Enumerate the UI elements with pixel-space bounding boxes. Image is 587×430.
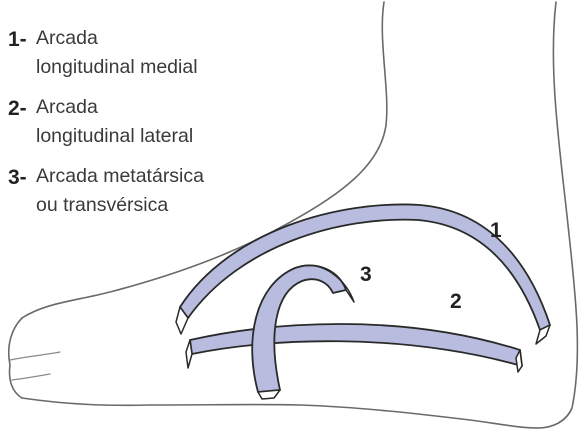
- legend-number: 1-: [8, 28, 27, 52]
- legend-text: Arcada longitudinal medial: [36, 24, 278, 82]
- legend-line: ou transvérsica: [36, 191, 278, 220]
- legend-line: longitudinal lateral: [36, 122, 278, 151]
- legend-text: Arcada longitudinal lateral: [36, 93, 278, 151]
- legend-item-1: 1- Arcada longitudinal medial: [8, 24, 278, 82]
- legend-number: 3-: [8, 166, 27, 190]
- foot-outline-toe-lines: [10, 352, 60, 380]
- lateral-longitudinal-arch-band: [186, 324, 522, 372]
- legend-line: Arcada metatársica: [36, 162, 278, 191]
- arch-label-3: 3: [360, 263, 372, 287]
- arch-label-1: 1: [490, 219, 502, 243]
- legend-number: 2-: [8, 97, 27, 121]
- arch-legend: 1- Arcada longitudinal medial 2- Arcada …: [8, 24, 278, 231]
- foot-outline-sole: [22, 398, 538, 428]
- legend-line: longitudinal medial: [36, 53, 278, 82]
- legend-item-2: 2- Arcada longitudinal lateral: [8, 93, 278, 151]
- legend-item-3: 3- Arcada metatársica ou transvérsica: [8, 162, 278, 220]
- foot-outline-heel: [538, 2, 577, 428]
- legend-line: Arcada: [36, 93, 278, 122]
- legend-line: Arcada: [36, 24, 278, 53]
- legend-text: Arcada metatársica ou transvérsica: [36, 162, 278, 220]
- arch-label-2: 2: [450, 290, 462, 314]
